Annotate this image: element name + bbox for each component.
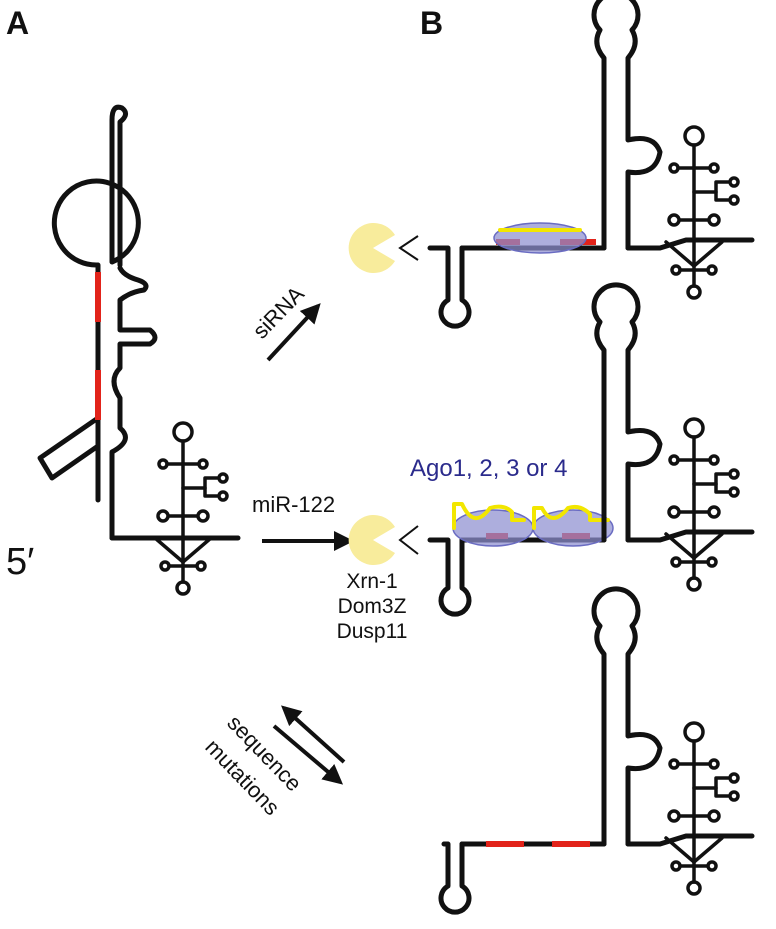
factor-dom3z: Dom3Z [338,595,407,618]
mir122-label: miR-122 [252,492,335,517]
panel-b-mutant-structure [438,586,755,915]
exonuclease-pacman-icon-2 [348,515,395,565]
factor-dusp11: Dusp11 [337,620,408,643]
blocked-arrowhead-icon-2 [398,525,419,555]
factor-xrn1: Xrn-1 [346,570,397,593]
blocked-arrowhead-icon [398,235,419,261]
ago-label: Ago1, 2, 3 or 4 [410,455,567,482]
panel-a-label: A [6,5,29,41]
five-prime-label: 5′ [6,541,34,583]
sirna-label: siRNA [248,281,310,343]
sirna-arrow [266,303,321,362]
panel-b-sirna-structure [348,0,755,329]
panel-b-mir122-structure [348,282,755,617]
exonuclease-pacman-icon [348,223,395,273]
panel-b-label: B [420,5,443,41]
sequence-mutations-arrows [272,705,346,785]
panel-a-rna-structure [37,104,241,596]
